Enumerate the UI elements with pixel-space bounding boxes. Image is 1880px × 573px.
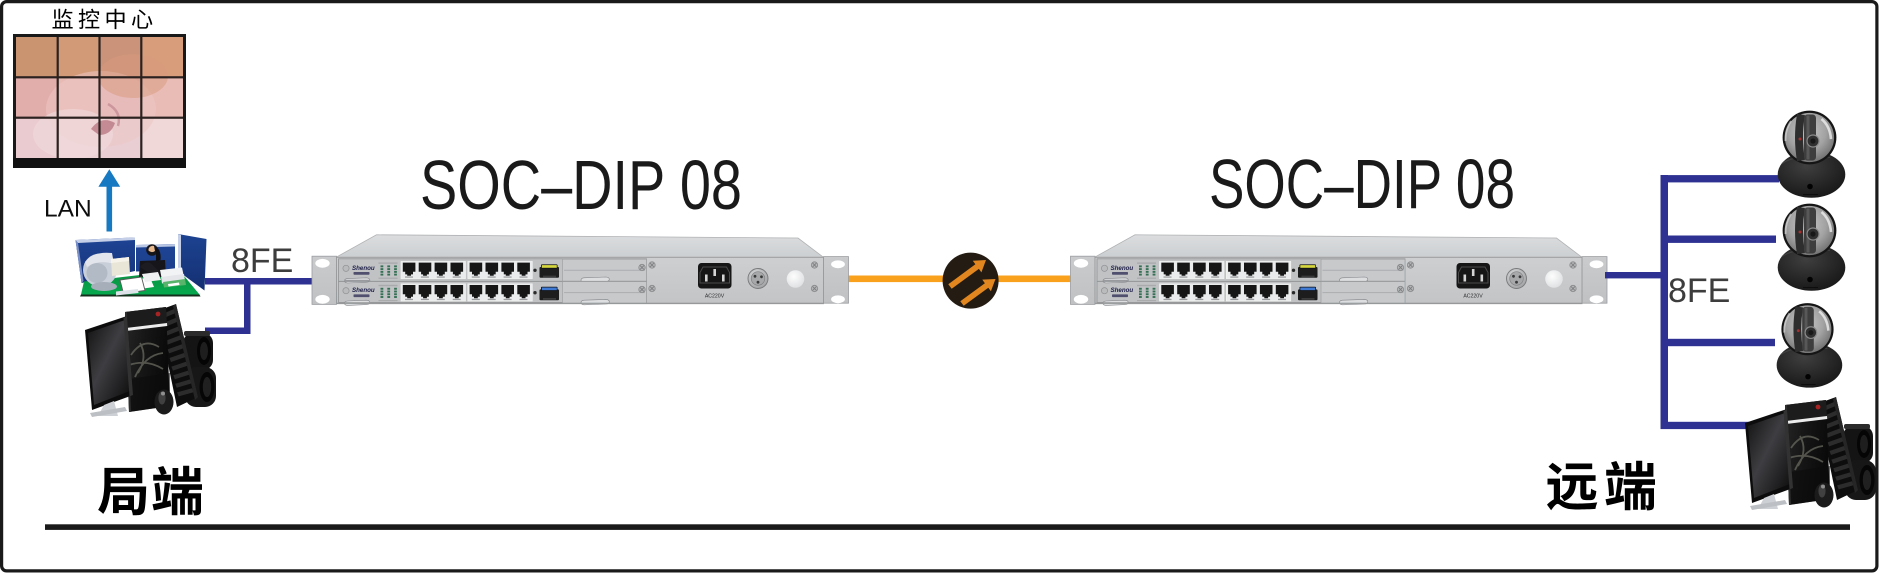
svg-text:SOC–DIP 08: SOC–DIP 08 xyxy=(420,146,742,224)
svg-text:LAN: LAN xyxy=(44,196,92,223)
svg-text:8FE: 8FE xyxy=(231,242,293,280)
svg-text:SOC–DIP 08: SOC–DIP 08 xyxy=(1209,145,1515,223)
svg-text:8FE: 8FE xyxy=(1668,272,1730,310)
